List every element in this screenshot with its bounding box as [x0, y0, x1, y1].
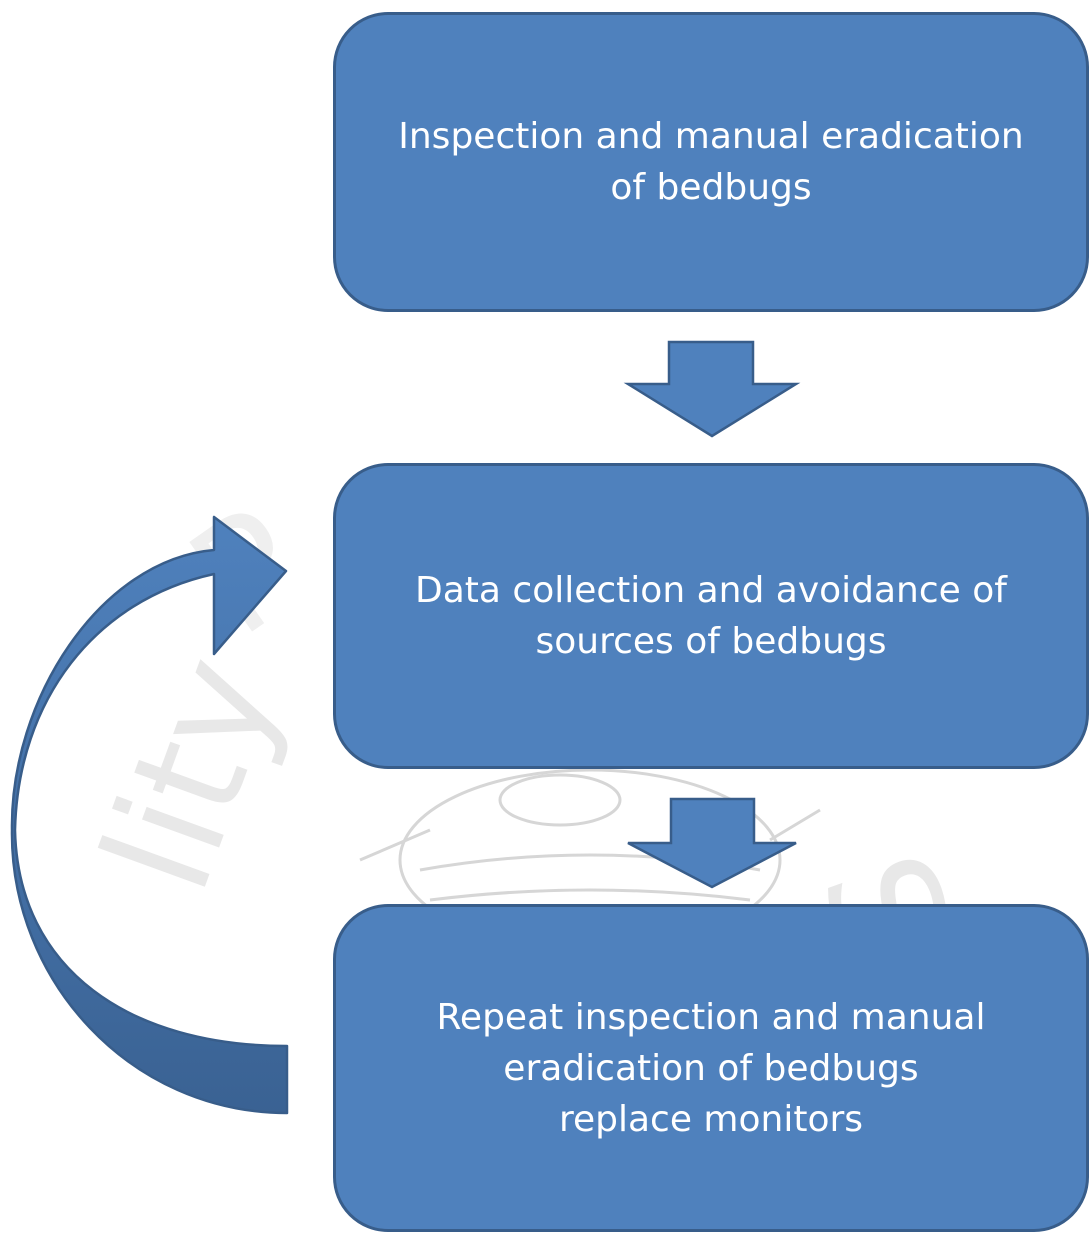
step-2-label: Data collection and avoidance of sources… — [415, 570, 1007, 662]
step-1-box: Inspection and manual eradication of bed… — [333, 12, 1089, 312]
step-1-label: Inspection and manual eradication of bed… — [398, 116, 1024, 208]
step-3-label: Repeat inspection and manual eradication… — [436, 996, 986, 1140]
down-arrow-2 — [627, 797, 797, 889]
step-3-box: Repeat inspection and manual eradication… — [333, 904, 1089, 1232]
step-2-box: Data collection and avoidance of sources… — [333, 463, 1089, 769]
loop-arrow — [10, 515, 289, 1115]
down-arrow-1 — [623, 340, 801, 438]
